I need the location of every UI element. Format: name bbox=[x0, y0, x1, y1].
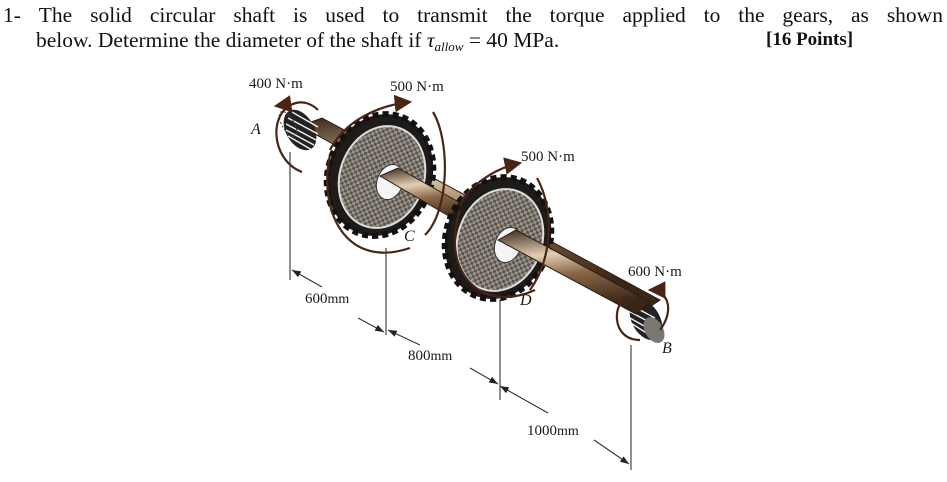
torque-label-c: 500 N·m bbox=[390, 79, 444, 95]
tau-allow-symbol: τallow bbox=[426, 28, 464, 54]
torque-arrows bbox=[273, 94, 670, 342]
torque-arrow-a-head bbox=[273, 95, 293, 113]
torque-arrow-d-lower bbox=[453, 209, 536, 299]
points-label: [16 Points] bbox=[766, 29, 854, 50]
torque-arrow-d-upper bbox=[459, 157, 523, 206]
point-label-b: B bbox=[662, 340, 672, 357]
dimension-cd: 800mm bbox=[408, 348, 453, 364]
point-label-a: A bbox=[251, 121, 261, 138]
torque-arrow-a bbox=[275, 101, 319, 174]
spline-end-a bbox=[278, 109, 319, 151]
torque-arrow-c-lower bbox=[326, 154, 411, 254]
question-line-1: 1- The solid circular shaft is used to t… bbox=[3, 3, 943, 27]
torque-arrow-c-back bbox=[424, 111, 446, 236]
torque-arrow-b-lower bbox=[615, 294, 641, 342]
gear-d bbox=[441, 174, 651, 315]
gear-c bbox=[323, 111, 481, 239]
question-number: 1- bbox=[3, 3, 21, 27]
torque-arrow-d-back bbox=[529, 177, 550, 291]
point-label-c: C bbox=[404, 228, 415, 245]
torque-label-a: 400 N·m bbox=[249, 76, 303, 92]
dimension-lines bbox=[289, 152, 632, 470]
point-label-d: D bbox=[520, 292, 532, 309]
question-line-2: below. Determine the diameter of the sha… bbox=[36, 28, 560, 54]
torque-arrow-b-upper bbox=[647, 281, 670, 331]
torque-arrow-c-upper bbox=[329, 94, 413, 151]
dimension-db: 1000mm bbox=[527, 423, 579, 439]
dimension-ac: 600mm bbox=[305, 291, 350, 307]
torque-label-b: 600 N·m bbox=[628, 264, 682, 280]
torque-label-d: 500 N·m bbox=[521, 149, 575, 165]
